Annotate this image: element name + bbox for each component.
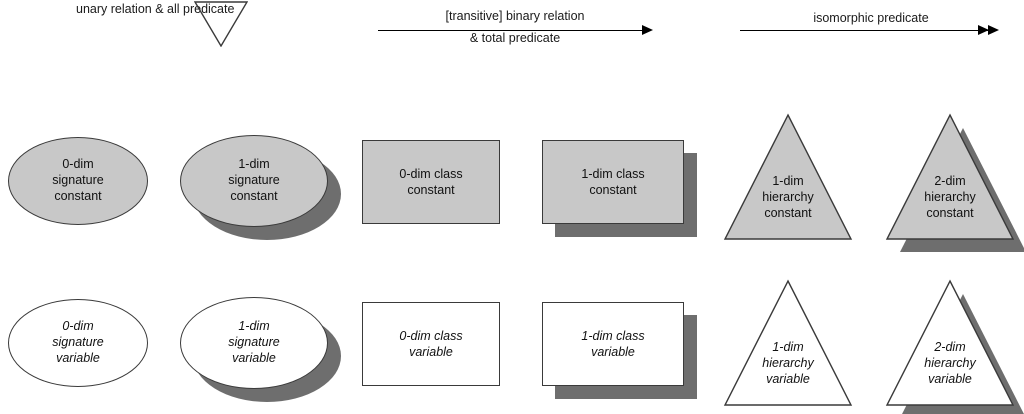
- triangle-body: [723, 279, 853, 406]
- rectangle-body: [542, 140, 684, 224]
- shape-one-dim-class-variable[interactable]: 1-dim class variable: [542, 302, 697, 399]
- header-label-isomorphic: isomorphic predicate: [813, 11, 929, 25]
- down-triangle-icon: [194, 1, 248, 47]
- shape-one-dim-signature-variable[interactable]: 1-dim signature variable: [180, 297, 341, 402]
- binary-arrow-line: [378, 30, 644, 31]
- header-label-binary-bottom: & total predicate: [469, 31, 561, 45]
- shape-one-dim-hierarchy-variable[interactable]: 1-dim hierarchy variable: [723, 279, 853, 406]
- isomorphic-arrow-head-icon-second: [988, 25, 999, 35]
- ellipse-body: [8, 137, 148, 225]
- isomorphic-arrow-line: [740, 30, 988, 31]
- triangle-body: [885, 279, 1015, 406]
- shape-zero-dim-class-constant[interactable]: 0-dim class constant: [362, 140, 500, 224]
- rectangle-body: [542, 302, 684, 386]
- header-label-unary: unary relation & all predicate: [76, 2, 235, 16]
- rectangle-body: [362, 140, 500, 224]
- shape-zero-dim-class-variable[interactable]: 0-dim class variable: [362, 302, 500, 386]
- shape-two-dim-hierarchy-constant[interactable]: 2-dim hierarchy constant: [885, 113, 1024, 252]
- binary-arrow-head-icon: [642, 25, 653, 35]
- ellipse-body: [8, 299, 148, 387]
- shape-two-dim-hierarchy-variable[interactable]: 2-dim hierarchy variable: [885, 279, 1024, 414]
- shape-one-dim-signature-constant[interactable]: 1-dim signature constant: [180, 135, 341, 240]
- ellipse-body: [180, 297, 328, 389]
- shape-one-dim-class-constant[interactable]: 1-dim class constant: [542, 140, 697, 237]
- shape-zero-dim-signature-constant[interactable]: 0-dim signature constant: [8, 137, 148, 225]
- shape-zero-dim-signature-variable[interactable]: 0-dim signature variable: [8, 299, 148, 387]
- triangle-body: [723, 113, 853, 240]
- header-label-binary-top: [transitive] binary relation: [445, 9, 585, 23]
- triangle-body: [885, 113, 1015, 240]
- shape-one-dim-hierarchy-constant[interactable]: 1-dim hierarchy constant: [723, 113, 853, 240]
- isomorphic-arrow-head-icon-first: [978, 25, 989, 35]
- rectangle-body: [362, 302, 500, 386]
- ellipse-body: [180, 135, 328, 227]
